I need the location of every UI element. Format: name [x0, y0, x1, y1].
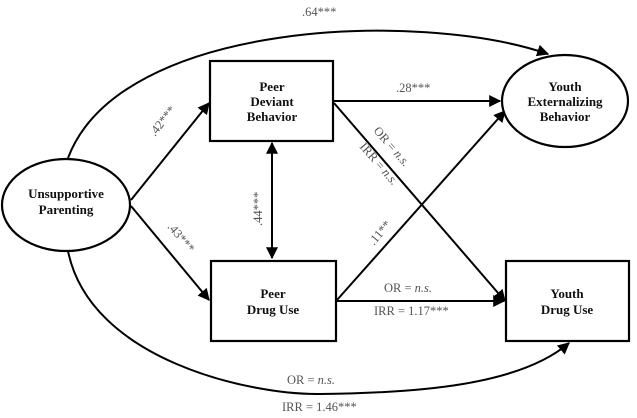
edge-peer-deviant-to-youth-drug: [333, 102, 506, 302]
coef-peer-drug-externalizing: .11**: [366, 218, 395, 248]
coef-peer-drug-youth-drug-irr: IRR = 1.17***: [374, 304, 449, 318]
node-label: Drug Use: [541, 302, 594, 317]
edge-parenting-to-peer-drug: [130, 205, 210, 301]
node-label: Drug Use: [247, 302, 300, 317]
node-label: Parenting: [39, 202, 94, 217]
coef-peer-deviant-externalizing: .28***: [396, 81, 430, 95]
coef-parenting-peer-drug: .43***: [165, 220, 198, 255]
node-peer-drug-use: Peer Drug Use: [209, 259, 338, 343]
node-label: Deviant: [250, 94, 294, 109]
edge-parenting-to-externalizing: [67, 29, 550, 159]
coef-peer-deviant-peer-drug: .44***: [251, 192, 265, 226]
node-unsupportive-parenting: Unsupportive Parenting: [0, 157, 132, 253]
node-label: Peer: [259, 79, 284, 94]
coef-parenting-youth-drug-or: OR = n.s.: [287, 373, 335, 387]
node-label: Youth: [550, 286, 584, 301]
node-label: Peer: [260, 286, 285, 301]
node-label: Behavior: [540, 109, 591, 124]
node-label: Behavior: [247, 109, 298, 124]
node-youth-drug-use: Youth Drug Use: [504, 259, 631, 343]
coef-parenting-externalizing: .64***: [302, 5, 336, 19]
node-label: Externalizing: [527, 94, 603, 109]
edge-parenting-to-peer-deviant: [130, 102, 210, 201]
coef-parenting-peer-deviant: .42***: [146, 103, 178, 139]
edge-peer-drug-to-externalizing: [336, 110, 506, 301]
coef-parenting-youth-drug-irr: IRR = 1.46***: [282, 400, 357, 414]
node-peer-deviant-behavior: Peer Deviant Behavior: [208, 59, 335, 143]
node-label: Youth: [548, 79, 582, 94]
edge-parenting-to-youth-drug: [67, 250, 570, 396]
node-label: Unsupportive: [28, 186, 104, 201]
node-youth-externalizing-behavior: Youth Externalizing Behavior: [500, 53, 630, 149]
coef-peer-drug-youth-drug-or: OR = n.s.: [384, 281, 432, 295]
